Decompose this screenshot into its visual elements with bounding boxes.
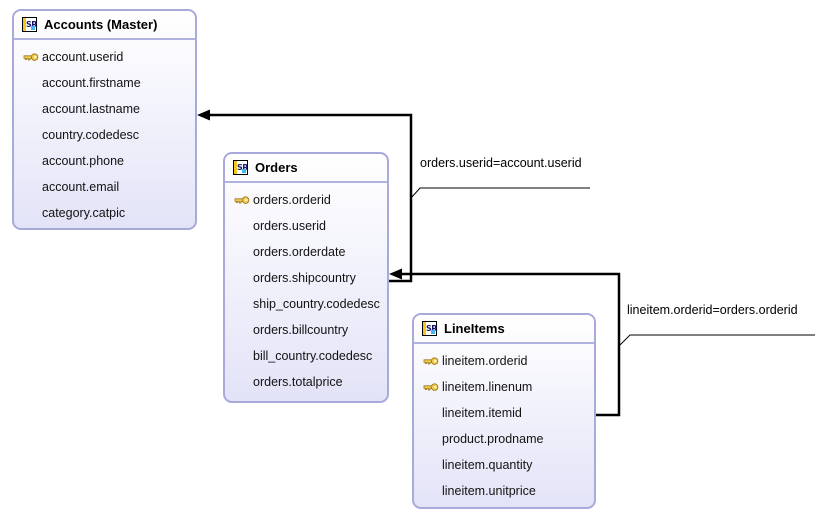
table-accounts[interactable]: SR Accounts (Master) account.userid acco… — [12, 9, 197, 230]
table-icon-glyph: SR — [237, 163, 248, 172]
column-row[interactable]: bill_country.codedesc — [225, 343, 387, 369]
column-row[interactable]: lineitem.unitprice — [414, 478, 594, 504]
column-row[interactable]: orders.billcountry — [225, 317, 387, 343]
table-icon: SR — [22, 17, 37, 32]
column-row[interactable]: ship_country.codedesc — [225, 291, 387, 317]
table-icon: SR — [422, 321, 437, 336]
column-label: lineitem.orderid — [442, 354, 528, 368]
connector-orders-accounts[interactable] — [197, 109, 590, 283]
column-row[interactable]: orders.totalprice — [225, 369, 387, 395]
column-row[interactable]: account.email — [14, 174, 195, 200]
table-accounts-header[interactable]: SR Accounts (Master) — [14, 11, 195, 40]
join-label-lineitems-orders: lineitem.orderid=orders.orderid — [627, 303, 798, 317]
column-label: account.userid — [42, 50, 124, 64]
primary-key-icon — [234, 196, 250, 204]
column-row[interactable]: account.lastname — [14, 96, 195, 122]
column-label: bill_country.codedesc — [253, 349, 373, 363]
join-label-orders-accounts: orders.userid=account.userid — [420, 156, 582, 170]
column-row[interactable]: orders.userid — [225, 213, 387, 239]
column-label: product.prodname — [442, 432, 544, 446]
column-label: account.firstname — [42, 76, 141, 90]
join-label-leader-2 — [619, 334, 815, 346]
column-row[interactable]: account.userid — [14, 44, 195, 70]
column-label: lineitem.linenum — [442, 380, 533, 394]
column-label: account.phone — [42, 154, 125, 168]
column-row[interactable]: lineitem.itemid — [414, 400, 594, 426]
table-icon-stripe — [234, 161, 237, 174]
table-lineitems[interactable]: SR LineItems lineitem.orderid lineitem.l… — [412, 313, 596, 509]
table-lineitems-header[interactable]: SR LineItems — [414, 315, 594, 344]
column-label: lineitem.quantity — [442, 458, 533, 472]
column-label: category.catpic — [42, 206, 126, 220]
column-label: orders.orderdate — [253, 245, 346, 259]
table-icon-stripe — [423, 322, 426, 335]
column-row[interactable]: lineitem.orderid — [414, 348, 594, 374]
column-row[interactable]: category.catpic — [14, 200, 195, 226]
table-title: Accounts (Master) — [44, 17, 158, 32]
table-title: Orders — [255, 160, 298, 175]
join-label-leader-1 — [410, 187, 590, 199]
primary-key-icon — [423, 357, 439, 365]
table-icon-glyph: SR — [26, 20, 37, 29]
column-row[interactable]: lineitem.quantity — [414, 452, 594, 478]
column-label: lineitem.unitprice — [442, 484, 536, 498]
table-icon: SR — [233, 160, 248, 175]
table-orders-columns: orders.orderid orders.userid orders.orde… — [225, 183, 387, 395]
column-row[interactable]: orders.shipcountry — [225, 265, 387, 291]
column-row[interactable]: product.prodname — [414, 426, 594, 452]
column-row[interactable]: orders.orderid — [225, 187, 387, 213]
column-label: account.email — [42, 180, 120, 194]
column-row[interactable]: account.phone — [14, 148, 195, 174]
column-label: orders.billcountry — [253, 323, 349, 337]
table-title: LineItems — [444, 321, 505, 336]
column-row[interactable]: orders.orderdate — [225, 239, 387, 265]
column-label: orders.orderid — [253, 193, 331, 207]
table-icon-glyph: SR — [426, 324, 437, 333]
column-label: orders.totalprice — [253, 375, 343, 389]
column-label: ship_country.codedesc — [253, 297, 380, 311]
column-label: orders.shipcountry — [253, 271, 356, 285]
table-orders-header[interactable]: SR Orders — [225, 154, 387, 183]
column-label: lineitem.itemid — [442, 406, 522, 420]
column-row[interactable]: country.codedesc — [14, 122, 195, 148]
table-icon-corner — [242, 169, 246, 173]
column-label: country.codedesc — [42, 128, 140, 142]
primary-key-icon — [23, 53, 39, 61]
table-icon-stripe — [23, 18, 26, 31]
arrowhead-to-orders — [389, 268, 402, 280]
column-row[interactable]: lineitem.linenum — [414, 374, 594, 400]
table-lineitems-columns: lineitem.orderid lineitem.linenum lineit… — [414, 344, 594, 504]
table-accounts-columns: account.userid account.firstname account… — [14, 40, 195, 226]
column-label: account.lastname — [42, 102, 140, 116]
connector-lineitems-orders[interactable] — [389, 268, 815, 417]
primary-key-icon — [423, 383, 439, 391]
table-icon-corner — [431, 330, 435, 334]
column-row[interactable]: account.firstname — [14, 70, 195, 96]
column-label: orders.userid — [253, 219, 326, 233]
table-orders[interactable]: SR Orders orders.orderid orders.userid o… — [223, 152, 389, 403]
arrowhead-to-accounts — [197, 109, 210, 121]
table-icon-corner — [31, 26, 35, 30]
